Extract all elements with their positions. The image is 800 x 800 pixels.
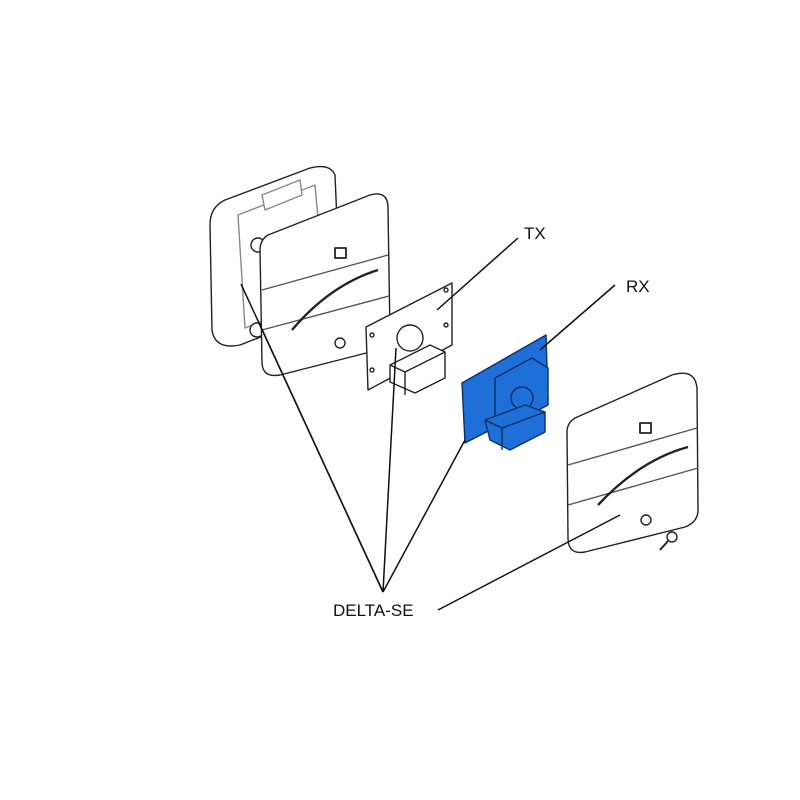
- label-delta-se: DELTA-SE: [333, 601, 414, 620]
- leader-rx: [539, 284, 616, 351]
- rx-board: [461, 334, 549, 451]
- leader-lines: [240, 237, 621, 611]
- label-rx: RX: [626, 277, 650, 296]
- front-cover-right: [566, 372, 699, 554]
- leader-delta-2: [258, 322, 384, 593]
- leader-delta-5: [437, 514, 621, 611]
- leader-delta-4: [382, 439, 466, 593]
- leader-delta-3: [382, 347, 397, 593]
- label-tx: TX: [524, 224, 546, 243]
- screw: [659, 531, 678, 551]
- front-cover-left: [259, 193, 391, 377]
- leader-tx: [436, 237, 519, 311]
- tx-board: [365, 282, 453, 395]
